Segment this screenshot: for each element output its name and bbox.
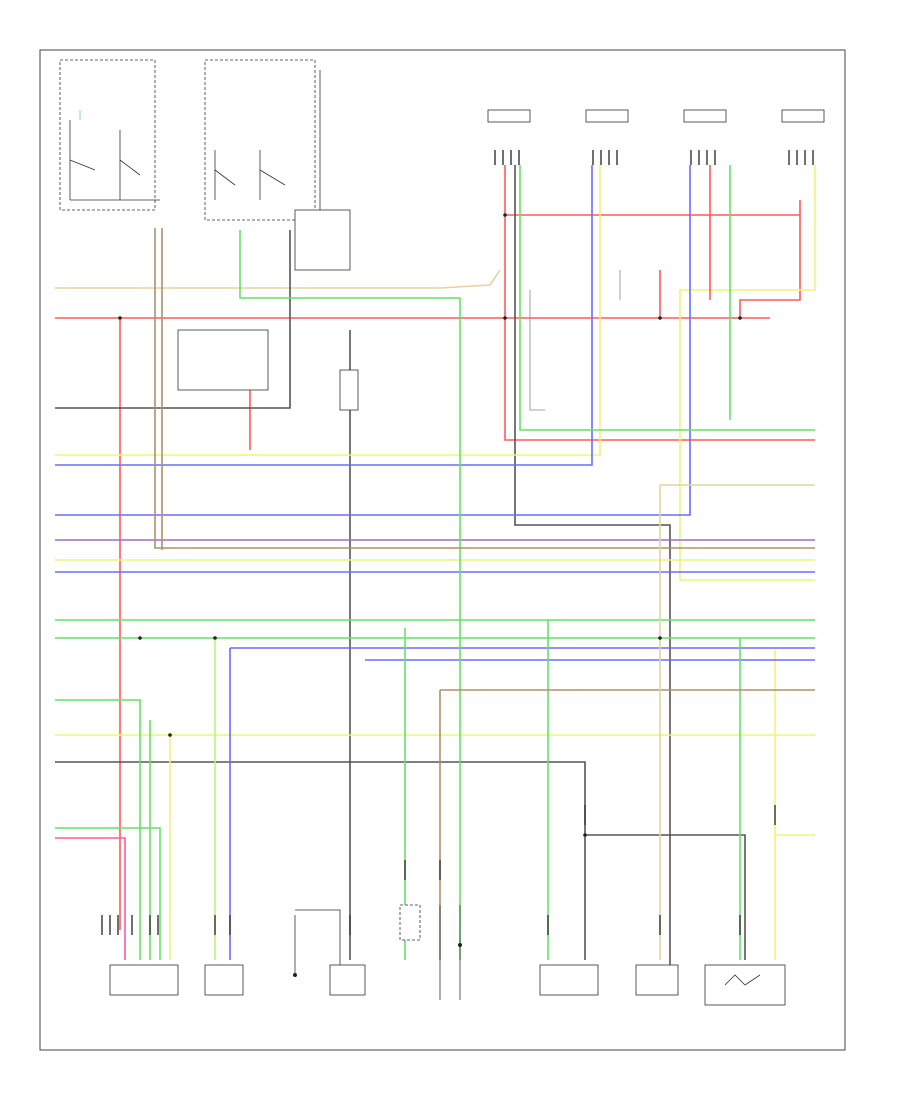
black-ground-3: [55, 761, 586, 960]
bottom-connector-ticks: [101, 805, 776, 935]
bottom-controller-1: [109, 964, 179, 996]
mid-center-box: [339, 369, 359, 411]
bottom-controller-2: [204, 964, 244, 996]
splice-nodes: [118, 213, 742, 837]
yellow-right-vert: [679, 165, 816, 581]
red-vert-1: [504, 165, 815, 441]
blue-bus-2: [55, 165, 691, 516]
yellow-bus-1: [55, 165, 601, 456]
black-ground-1: [55, 230, 291, 409]
bottom-controller-5: [539, 964, 599, 996]
bottom-controller-4: [399, 904, 462, 1000]
green-bus-5: [519, 165, 815, 431]
mid-left-box: [177, 329, 269, 391]
diagram-border: [39, 49, 846, 1051]
top-mid-switch: [204, 59, 351, 271]
green-bus-4: [55, 699, 141, 960]
bottom-controller-3: [293, 909, 366, 996]
red-right-drop: [739, 215, 801, 318]
green-bus-1: [239, 230, 461, 960]
rear-controller-1: [487, 109, 531, 165]
red-top-run: [505, 200, 801, 216]
top-left-switch: [59, 59, 160, 211]
grey-line-1: [529, 290, 545, 411]
pink-bus: [55, 837, 126, 960]
tan-bus-top: [55, 269, 501, 289]
rear-controller-4: [781, 109, 825, 165]
rear-controller-2: [585, 109, 629, 165]
brown-bus-1: [154, 228, 815, 549]
bottom-controller-6: [635, 964, 786, 1006]
black-ground-2: [514, 165, 671, 970]
rear-controller-3: [683, 109, 727, 165]
black-ground-4: [585, 834, 746, 960]
blue-bus-1: [55, 165, 593, 466]
green-small-bus: [55, 827, 161, 960]
